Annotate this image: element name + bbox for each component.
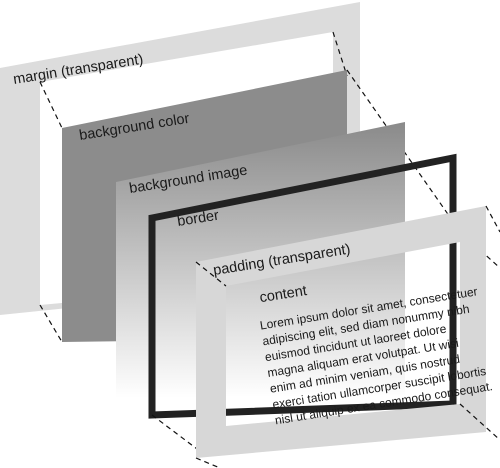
content-layer: content Lorem ipsum dolor sit amet, cons…	[258, 283, 493, 427]
padding-connectors	[195, 205, 500, 468]
padding-frame	[196, 206, 486, 458]
margin-connectors	[39, 31, 348, 343]
margin-frame	[0, 2, 360, 315]
border-label: border	[176, 208, 220, 230]
content-label: content	[258, 283, 307, 306]
